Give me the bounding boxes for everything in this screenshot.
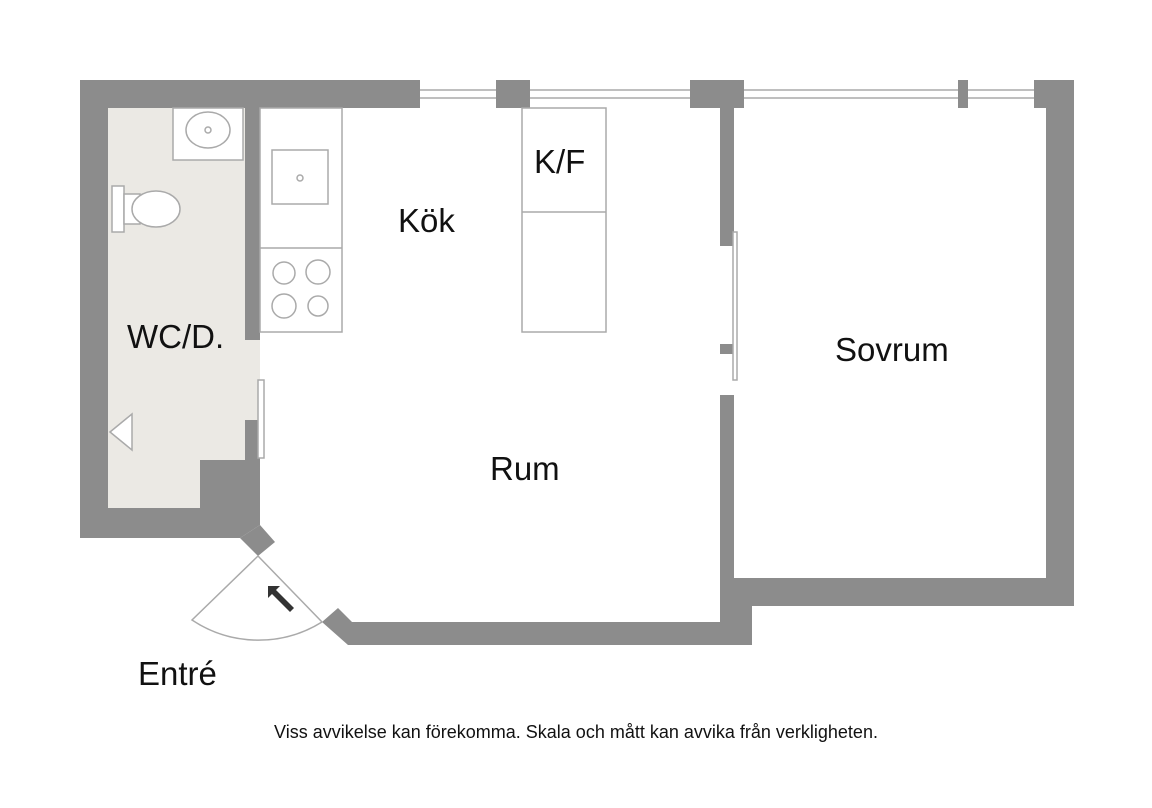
room-label-wc: WC/D.: [127, 318, 224, 355]
direction-marker: [108, 412, 133, 452]
wash-basin: [172, 107, 244, 161]
entrance-door-swing: [190, 554, 324, 641]
wc-door: [257, 379, 265, 459]
room-label-living-room: Rum: [490, 450, 560, 487]
room-label-kitchen: Kök: [398, 202, 455, 239]
walls: [80, 80, 1074, 645]
stove: [271, 259, 331, 319]
room-label-bedroom: Sovrum: [835, 331, 949, 368]
fridge-freezer: [521, 107, 607, 333]
toilet: [111, 185, 181, 233]
room-label-fridge-freezer: K/F: [534, 143, 585, 180]
disclaimer-text: Viss avvikelse kan förekomma. Skala och …: [274, 722, 878, 742]
kitchen-counter: [259, 107, 343, 333]
kitchen-sink: [271, 149, 329, 205]
sliding-door: [732, 231, 738, 381]
windows: [420, 89, 1034, 99]
entrance-arrow-icon: [268, 586, 294, 612]
room-label-entrance: Entré: [138, 655, 217, 692]
